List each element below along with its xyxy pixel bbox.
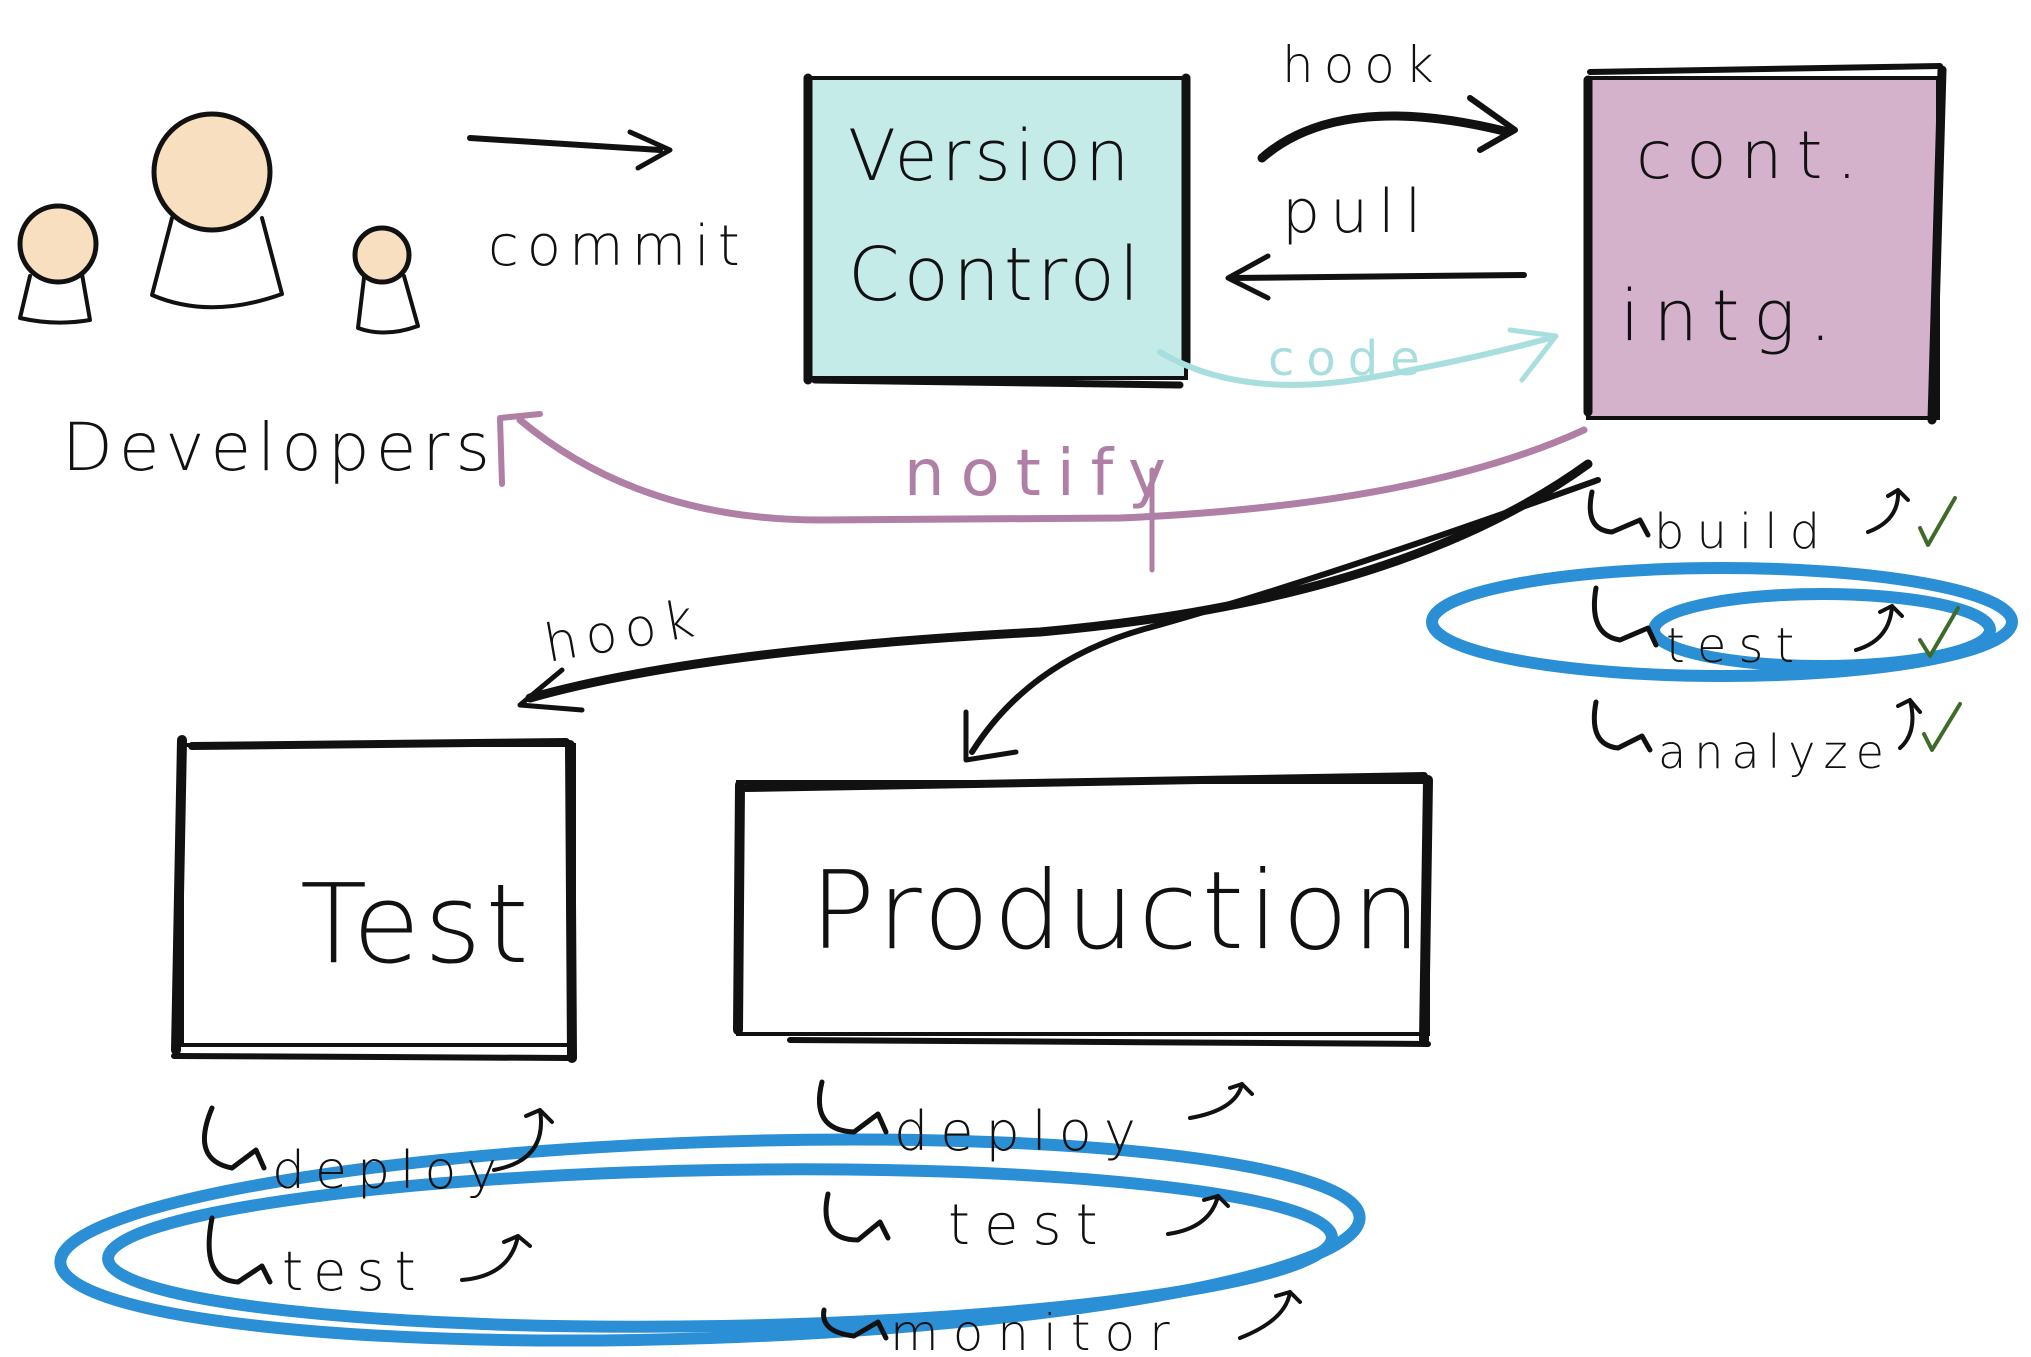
version-control-node: Version Control (803, 73, 1191, 389)
test-env-step-deploy-label: deploy (272, 1141, 507, 1201)
production-arrowhead (963, 709, 1019, 763)
developer-icon-left (17, 203, 99, 325)
return-arrow-icon (1166, 1194, 1230, 1236)
developers-group: Developers (17, 111, 496, 486)
production-step-monitor-label: monitor (890, 1304, 1184, 1357)
hook-edge-top: hook (1257, 36, 1518, 163)
test-env-step-test-label: test (282, 1240, 426, 1303)
pull-arrow (1227, 272, 1527, 281)
developer-head (151, 111, 273, 233)
ci-to-production-edge (963, 477, 1601, 763)
code-label: code (1268, 331, 1432, 387)
continuous-integration-node: cont. intg. (1583, 63, 1947, 425)
developer-head (17, 203, 99, 285)
version-control-box (806, 76, 1188, 380)
check-icon (1918, 496, 1957, 547)
hook-arrowhead (1467, 95, 1518, 153)
notify-arrow (516, 416, 1588, 524)
pull-edge: pull (1225, 177, 1527, 301)
branch-icon (821, 1307, 889, 1341)
branch-icon (823, 1191, 891, 1243)
developer-head (352, 225, 412, 285)
deploy-steps: deploy test deploy test monitor (54, 1079, 1366, 1357)
return-arrow-icon (1238, 1290, 1302, 1340)
ci-steps: build test analyze (1426, 488, 2018, 779)
notify-arrowhead (497, 411, 543, 487)
branch-icon (1587, 489, 1651, 538)
production-arrow (969, 477, 1601, 755)
branch-icon (206, 1215, 273, 1285)
notify-edge: notify (497, 411, 1588, 573)
return-arrow-icon (1854, 604, 1904, 652)
production-step-deploy-label: deploy (894, 1100, 1148, 1163)
ci-label-line1: cont. (1636, 117, 1871, 194)
ci-test-highlight-inner (1648, 588, 1996, 672)
test-box-label: Test (300, 860, 533, 988)
test-environment-node: Test (171, 735, 577, 1063)
code-arrowhead (1507, 327, 1559, 383)
notify-label: notify (904, 437, 1182, 511)
code-arrow (1157, 335, 1553, 388)
hook-arrow (525, 459, 1593, 703)
commit-arrow (467, 135, 663, 153)
branch-icon (1591, 699, 1653, 753)
return-arrow-icon (1188, 1082, 1254, 1120)
return-arrow-icon (1896, 698, 1922, 750)
developer-icon-center (150, 111, 284, 310)
production-box (736, 780, 1430, 1036)
ci-step-test-label: test (1666, 618, 1806, 674)
hook-label-top: hook (1282, 36, 1444, 94)
version-control-label-line1: Version (848, 115, 1133, 197)
production-box-label: Production (810, 849, 1425, 974)
pull-label: pull (1282, 177, 1431, 247)
continuous-integration-box (1586, 76, 1940, 420)
return-arrow-icon (460, 1234, 532, 1282)
code-edge: code (1157, 327, 1559, 388)
test-box (180, 743, 576, 1047)
check-icon (1922, 702, 1962, 752)
hook-arrowhead (517, 667, 585, 713)
pull-arrowhead (1225, 253, 1271, 301)
developer-icon-right (352, 225, 420, 335)
ci-step-analyze-label: analyze (1658, 725, 1892, 779)
branch-icon (202, 1105, 267, 1171)
branch-icon (816, 1079, 889, 1135)
test-steps-highlight-inner (102, 1163, 1338, 1333)
production-step-test-label: test (948, 1193, 1112, 1258)
ci-label-line2: intg. (1620, 275, 1846, 357)
return-arrow-icon (492, 1108, 554, 1172)
version-control-label-line2: Control (848, 232, 1144, 318)
hook-arrow (1257, 111, 1513, 163)
commit-edge: commit (467, 129, 748, 279)
production-node: Production (733, 772, 1433, 1047)
commit-arrowhead (627, 129, 673, 171)
commit-label: commit (488, 214, 748, 279)
test-steps-highlight-outer (54, 1133, 1366, 1347)
branch-icon (1591, 585, 1659, 648)
ci-test-highlight-outer (1426, 562, 2018, 682)
developers-label: Developers (62, 409, 496, 486)
check-icon (1918, 606, 1960, 658)
return-arrow-icon (1866, 488, 1910, 534)
ci-step-build-label: build (1654, 504, 1832, 560)
